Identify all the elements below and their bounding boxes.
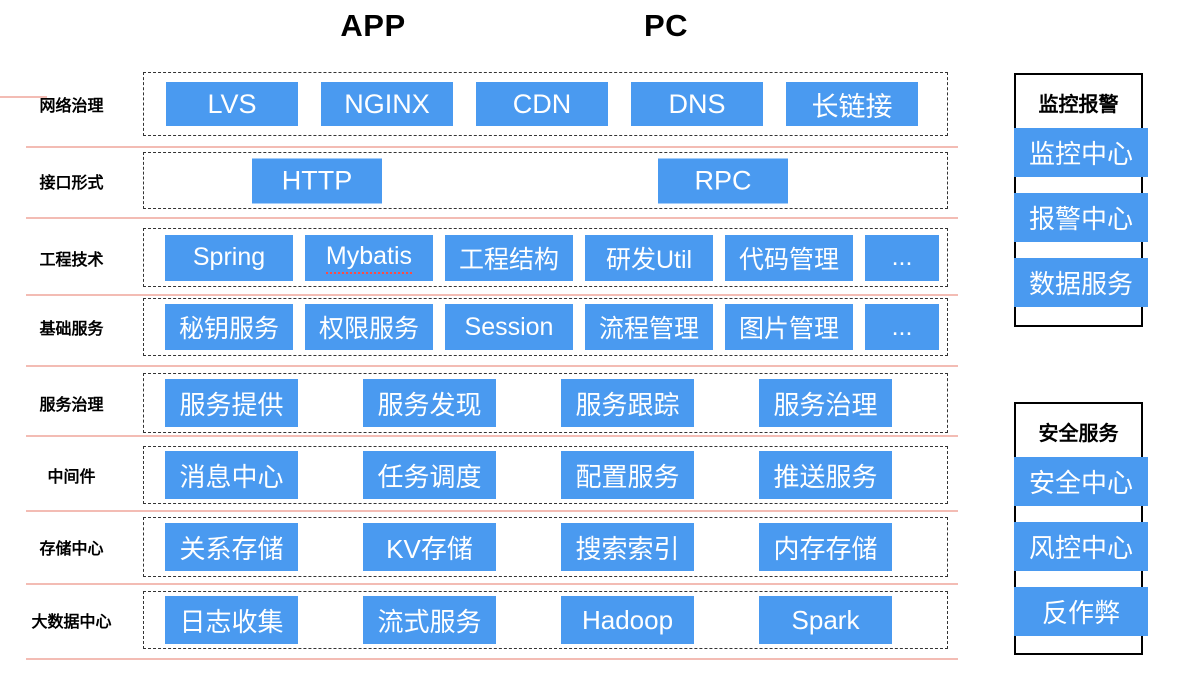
chip-relational-storage: 关系存储 <box>165 523 298 571</box>
chip-service-discovery: 服务发现 <box>363 379 496 427</box>
layer-tray: 服务提供 服务发现 服务跟踪 服务治理 <box>143 373 948 433</box>
layer-tray: 消息中心 任务调度 配置服务 推送服务 <box>143 446 948 504</box>
panel-item-data-service: 数据服务 <box>1014 258 1148 307</box>
chip-project-structure: 工程结构 <box>445 234 573 281</box>
chip-push-service: 推送服务 <box>759 451 892 499</box>
layer-row-base-services: 基础服务 秘钥服务 权限服务 Session 流程管理 图片管理 ... <box>0 298 958 356</box>
row-separator <box>26 583 958 585</box>
chip-image-management: 图片管理 <box>725 304 853 350</box>
layer-row-middleware: 中间件 消息中心 任务调度 配置服务 推送服务 <box>0 446 958 504</box>
layer-tray: Spring Mybatis 工程结构 研发Util 代码管理 ... <box>143 228 948 287</box>
row-label-middleware: 中间件 <box>47 469 96 486</box>
chip-rpc: RPC <box>658 158 788 203</box>
layer-tray: 关系存储 KV存储 搜索索引 内存存储 <box>143 517 948 577</box>
client-label-app: APP <box>340 8 406 43</box>
panel-item-alarm-center: 报警中心 <box>1014 193 1148 242</box>
chip-session: Session <box>445 304 573 350</box>
chip-config-service: 配置服务 <box>561 451 694 499</box>
layer-row-interface-format: 接口形式 HTTP RPC <box>0 152 958 209</box>
chip-dns: DNS <box>631 82 763 126</box>
row-separator <box>26 217 958 219</box>
chip-label-misspelled: Mybatis <box>325 242 413 274</box>
layer-row-network-governance: 网络治理 LVS NGINX CDN DNS 长链接 <box>0 72 958 136</box>
layer-row-engineering-tech: 工程技术 Spring Mybatis 工程结构 研发Util 代码管理 ... <box>0 228 958 287</box>
chip-dev-util: 研发Util <box>585 234 713 281</box>
row-label-bigdata-center: 大数据中心 <box>31 614 112 631</box>
row-label-base-services: 基础服务 <box>39 321 104 338</box>
client-label-pc: PC <box>643 8 689 43</box>
chip-long-connection: 长链接 <box>786 82 918 126</box>
chip-stream-service: 流式服务 <box>363 596 496 644</box>
panel-title-security-services: 安全服务 <box>1038 423 1119 445</box>
row-separator <box>26 365 958 367</box>
chip-service-provide: 服务提供 <box>165 379 298 427</box>
row-separator <box>26 435 958 437</box>
panel-item-monitor-center: 监控中心 <box>1014 128 1148 177</box>
chip-search-index: 搜索索引 <box>561 523 694 571</box>
chip-kv-storage: KV存储 <box>363 523 496 571</box>
row-label-storage-center: 存储中心 <box>39 541 104 558</box>
chip-mybatis: Mybatis <box>305 234 433 281</box>
row-separator <box>26 658 958 660</box>
chip-service-governance: 服务治理 <box>759 379 892 427</box>
row-separator <box>26 146 958 148</box>
row-label-network-governance: 网络治理 <box>39 98 104 115</box>
chip-hadoop: Hadoop <box>561 596 694 644</box>
chip-secret-key-service: 秘钥服务 <box>165 304 293 350</box>
panel-title-monitoring-alarm: 监控报警 <box>1038 94 1119 116</box>
row-label-engineering-tech: 工程技术 <box>39 251 104 269</box>
row-label-interface-format: 接口形式 <box>39 174 104 192</box>
chip-permission-service: 权限服务 <box>305 304 433 350</box>
layer-tray: 秘钥服务 权限服务 Session 流程管理 图片管理 ... <box>143 298 948 356</box>
panel-monitoring-alarm: 监控报警 监控中心 报警中心 数据服务 <box>1014 73 1148 327</box>
layer-tray: 日志收集 流式服务 Hadoop Spark <box>143 591 948 649</box>
chip-memory-storage: 内存存储 <box>759 523 892 571</box>
panel-item-security-center: 安全中心 <box>1014 457 1148 506</box>
chip-task-scheduling: 任务调度 <box>363 451 496 499</box>
row-separator <box>26 294 958 296</box>
layer-row-bigdata-center: 大数据中心 日志收集 流式服务 Hadoop Spark <box>0 591 958 649</box>
row-separator <box>0 96 47 98</box>
chip-cdn: CDN <box>476 82 608 126</box>
panel-item-anti-cheating: 反作弊 <box>1014 587 1148 636</box>
chip-more-engineering: ... <box>865 234 939 281</box>
row-separator <box>26 510 958 512</box>
chip-log-collection: 日志收集 <box>165 596 298 644</box>
chip-spark: Spark <box>759 596 892 644</box>
chip-service-tracing: 服务跟踪 <box>561 379 694 427</box>
panel-security-services: 安全服务 安全中心 风控中心 反作弊 <box>1014 402 1148 655</box>
row-label-service-governance: 服务治理 <box>39 397 104 414</box>
chip-spring: Spring <box>165 234 293 281</box>
layer-tray: LVS NGINX CDN DNS 长链接 <box>143 72 948 136</box>
chip-message-center: 消息中心 <box>165 451 298 499</box>
panel-item-risk-control-center: 风控中心 <box>1014 522 1148 571</box>
chip-nginx: NGINX <box>321 82 453 126</box>
chip-process-management: 流程管理 <box>585 304 713 350</box>
layer-row-storage-center: 存储中心 关系存储 KV存储 搜索索引 内存存储 <box>0 517 958 577</box>
chip-more-base: ... <box>865 304 939 350</box>
chip-code-management: 代码管理 <box>725 234 853 281</box>
chip-http: HTTP <box>252 158 382 203</box>
chip-lvs: LVS <box>166 82 298 126</box>
layer-tray: HTTP RPC <box>143 152 948 209</box>
layer-row-service-governance: 服务治理 服务提供 服务发现 服务跟踪 服务治理 <box>0 373 958 433</box>
